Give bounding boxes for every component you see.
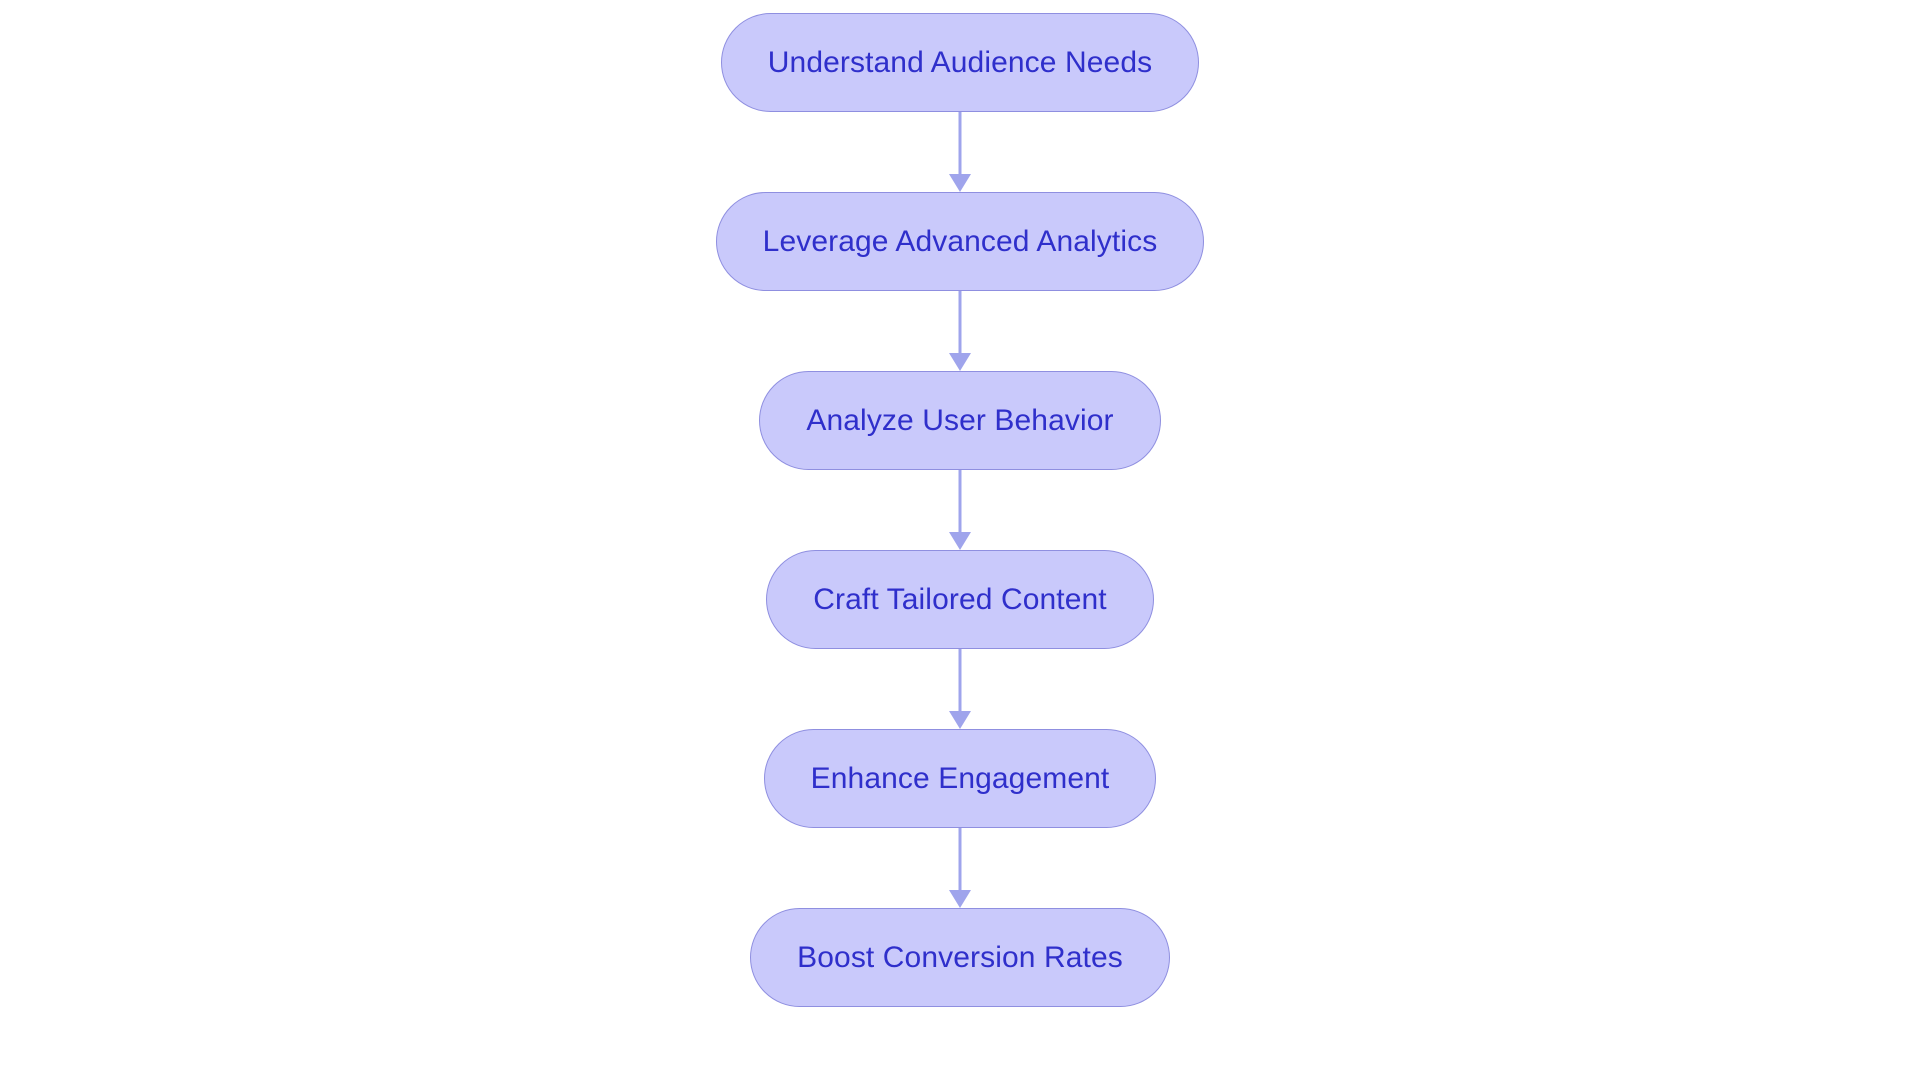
connector-line xyxy=(958,470,962,534)
flow-node-shape[interactable]: Boost Conversion Rates xyxy=(750,908,1170,1007)
connector-line xyxy=(958,649,962,713)
flow-node-leverage-advanced-analytics[interactable]: Leverage Advanced Analytics xyxy=(715,192,1205,291)
flow-node-shape[interactable]: Understand Audience Needs xyxy=(720,13,1200,112)
flow-node-shape[interactable]: Leverage Advanced Analytics xyxy=(715,192,1205,291)
flow-node-label: Analyze User Behavior xyxy=(806,403,1114,437)
flow-node-enhance-engagement[interactable]: Enhance Engagement xyxy=(763,729,1157,828)
connector-line xyxy=(958,828,962,892)
arrow-down-icon xyxy=(949,890,971,908)
flow-node-shape[interactable]: Enhance Engagement xyxy=(763,729,1157,828)
flow-node-understand-audience-needs[interactable]: Understand Audience Needs xyxy=(720,13,1200,112)
connector-line xyxy=(958,291,962,355)
flow-node-shape[interactable]: Craft Tailored Content xyxy=(766,550,1154,649)
flow-node-boost-conversion-rates[interactable]: Boost Conversion Rates xyxy=(750,908,1170,1007)
flow-node-craft-tailored-content[interactable]: Craft Tailored Content xyxy=(766,550,1154,649)
flow-node-label: Craft Tailored Content xyxy=(813,582,1107,616)
flow-connector-arrow-down xyxy=(948,828,972,908)
flow-node-label: Leverage Advanced Analytics xyxy=(762,224,1158,258)
flow-connector-arrow-down xyxy=(948,649,972,729)
connector-line xyxy=(958,112,962,176)
flow-connector-arrow-down xyxy=(948,112,972,192)
arrow-down-icon xyxy=(949,353,971,371)
arrow-down-icon xyxy=(949,532,971,550)
flow-node-shape[interactable]: Analyze User Behavior xyxy=(759,371,1161,470)
flow-node-label: Understand Audience Needs xyxy=(767,45,1153,79)
flow-node-label: Enhance Engagement xyxy=(810,761,1110,795)
arrow-down-icon xyxy=(949,711,971,729)
flow-connector-arrow-down xyxy=(948,470,972,550)
arrow-down-icon xyxy=(949,174,971,192)
flow-node-label: Boost Conversion Rates xyxy=(797,940,1123,974)
flow-node-analyze-user-behavior[interactable]: Analyze User Behavior xyxy=(759,371,1161,470)
flow-connector-arrow-down xyxy=(948,291,972,371)
